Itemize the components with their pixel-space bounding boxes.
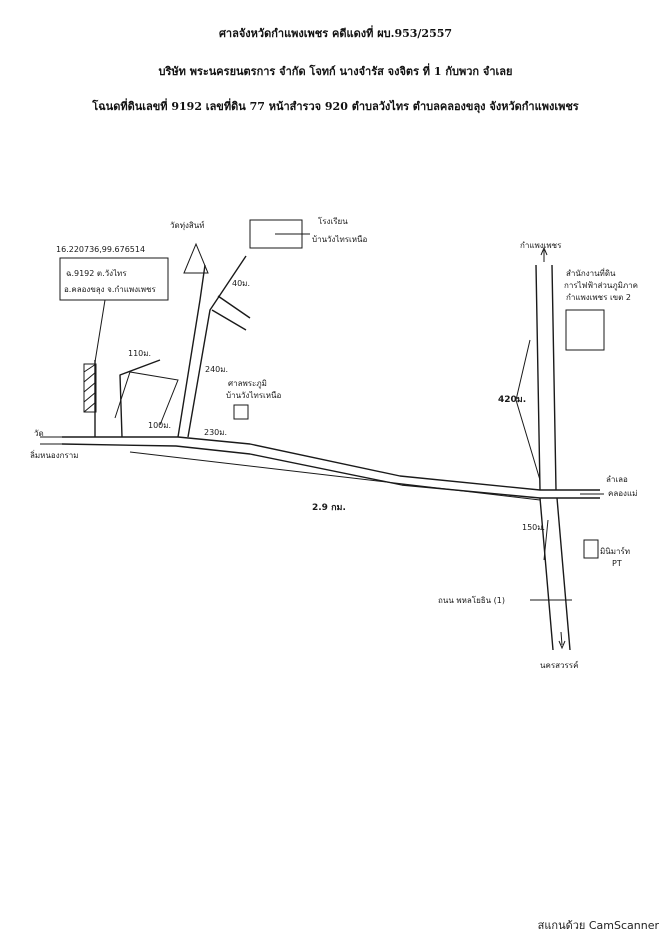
right-road-label: ลำเลอ — [606, 475, 628, 484]
parcel-info-line2: อ.คลองขลุง จ.กำแพงเพชร — [64, 285, 156, 294]
land-office-marker — [565, 309, 605, 351]
north-branch-right — [187, 255, 247, 438]
south-destination-label: นครสวรรค์ — [540, 660, 578, 670]
dist-150-arrow — [543, 519, 549, 561]
dist-29km-label: 2.9 กม. — [312, 503, 346, 513]
header-deed: โฉนดที่ดินเลขที่ 9192 เลขที่ดิน 77 หน้าส… — [92, 100, 579, 113]
right-road-label-2: คลองแม่ — [608, 489, 637, 498]
minimart-marker — [583, 539, 599, 559]
parcel-info-box — [59, 257, 169, 301]
north-place-label-3: กำแพงเพชร เขต 2 — [566, 293, 631, 302]
header-parties: บริษัท พระนครยนตรการ จำกัด โจทก์ นางจำรั… — [158, 65, 513, 78]
temple-label: วัดทุ่งสินท์ — [170, 220, 205, 230]
north-destination-label: กำแพงเพชร — [520, 241, 562, 250]
shrine-label: ศาลพระภูมิ — [228, 379, 267, 389]
dist-240-label: 240ม. — [205, 365, 228, 374]
minimart-label: มินิมาร์ท — [600, 546, 630, 556]
small-branch — [211, 295, 251, 331]
dist-110-label: 110ม. — [128, 349, 151, 358]
highway-left-edge — [535, 264, 554, 651]
school-label-2: บ้านวังไทรเหนือ — [312, 235, 368, 244]
school-label: โรงเรียน — [318, 216, 348, 226]
scanner-watermark: สแกนด้วย CamScanner — [537, 919, 659, 932]
north-branch-left — [177, 264, 206, 438]
info-box-pointer — [94, 299, 106, 363]
land-parcel — [83, 363, 97, 413]
parcel-info-line1: ฉ.9192 ต.วังไทร — [66, 269, 127, 278]
main-road-bottom-edge — [61, 443, 600, 499]
south-arrow — [558, 631, 566, 650]
highway-right-edge — [551, 264, 571, 651]
dist-100-label: 100ม. — [148, 421, 171, 430]
minimart-label-2: PT — [612, 559, 622, 568]
parcel-side-road — [114, 371, 179, 426]
parcel-lane-2 — [119, 359, 161, 438]
dist-29km-arrow — [129, 451, 541, 501]
dist-40-label: 40ม. — [232, 279, 250, 288]
shrine-label-2: บ้านวังไทรเหนือ — [226, 391, 282, 400]
dist-230-label: 230ม. — [204, 428, 227, 437]
main-road-top-edge — [62, 436, 600, 491]
shrine-marker — [233, 404, 249, 420]
left-town-label: วัด — [34, 429, 44, 438]
coords-label: 16.220736,99.676514 — [56, 245, 145, 254]
dist-150-label: 150ม. — [522, 523, 545, 532]
bottom-road-label: ถนน พหลโยธิน (1) — [438, 595, 505, 605]
temple-marker — [183, 242, 209, 274]
dist-420-label: 420ม. — [498, 395, 526, 405]
left-town-label-2: ลิ่มหนองกราม — [30, 449, 79, 460]
north-place-label: สำนักงานที่ดิน — [566, 267, 616, 278]
left-road-end — [40, 436, 62, 445]
header-case-number: ศาลจังหวัดกำแพงเพชร คดีแดงที่ ผบ.953/255… — [218, 27, 453, 40]
dist-420-arrow — [515, 339, 541, 481]
north-place-label-2: การไฟฟ้าส่วนภูมิภาค — [564, 281, 638, 291]
parcel-hatch — [83, 363, 97, 413]
north-arrow — [540, 246, 548, 262]
